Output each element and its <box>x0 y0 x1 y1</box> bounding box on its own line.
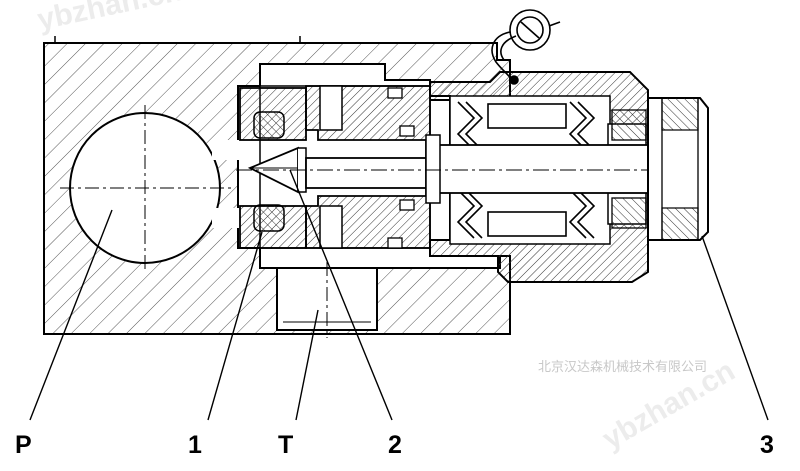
leader-lines <box>29 169 769 421</box>
leader-p <box>29 209 113 421</box>
lead-seal-icon <box>491 9 561 85</box>
disc-spring-stack <box>456 101 596 239</box>
watermark-company: 北京汉达森机械技术有限公司 <box>538 360 707 375</box>
leader-3 <box>701 235 769 421</box>
label-t: T <box>278 431 293 459</box>
leader-1 <box>207 231 263 421</box>
watermark-site-top: ybzhan.cn <box>35 0 185 37</box>
adjusting-cap-part-3 <box>647 97 709 241</box>
label-2: 2 <box>388 431 402 459</box>
label-1: 1 <box>188 431 202 459</box>
leader-t <box>295 309 319 421</box>
valve-seat-part-1 <box>239 87 307 249</box>
label-p: P <box>15 431 32 459</box>
leader-2 <box>289 169 393 421</box>
label-3: 3 <box>760 431 774 459</box>
